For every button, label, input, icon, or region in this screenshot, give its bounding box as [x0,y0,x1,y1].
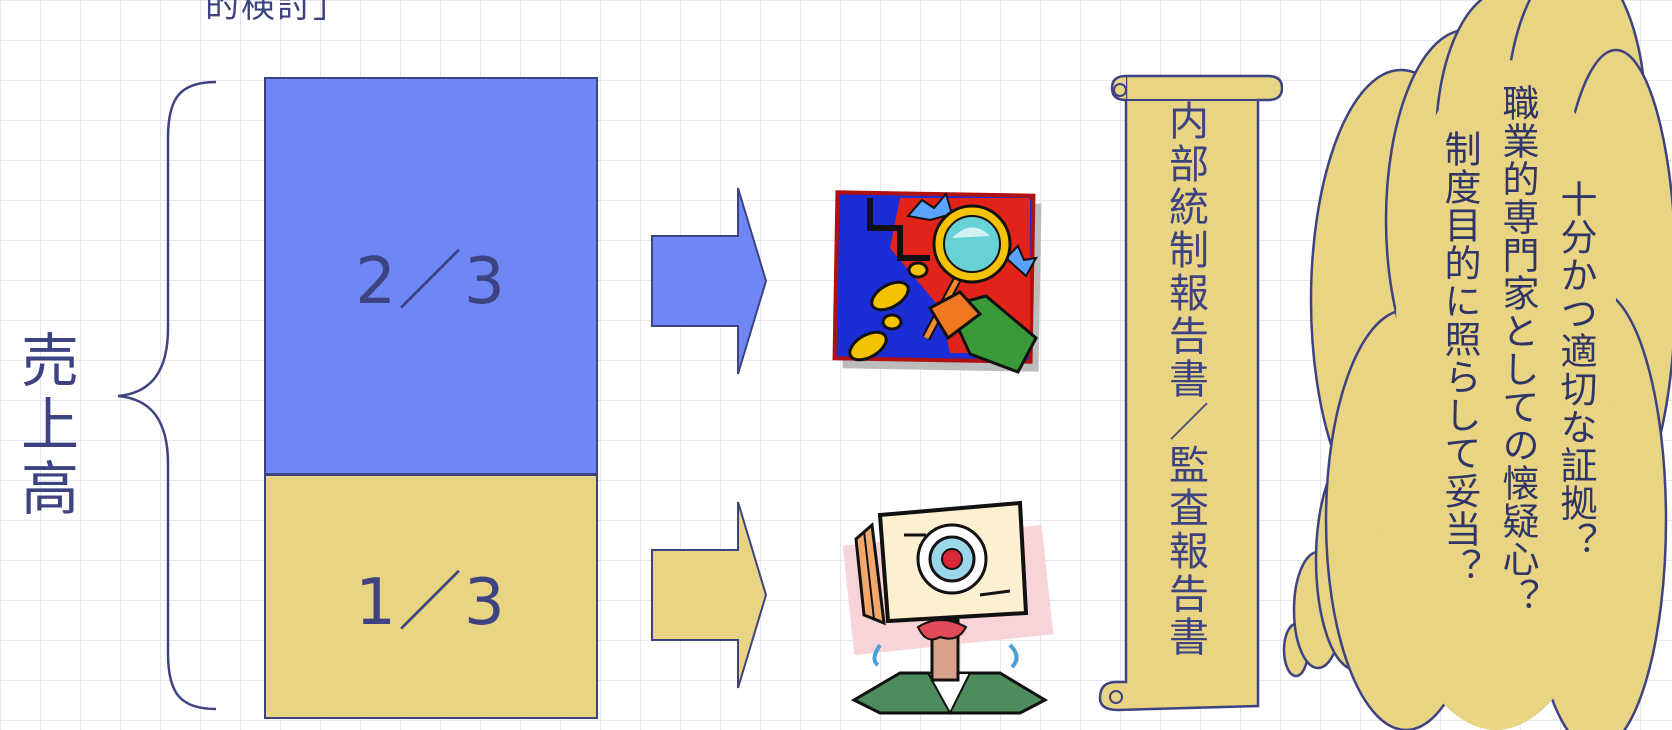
thought-cloud [1282,0,1672,730]
curly-brace [117,80,217,711]
report-scroll [1098,74,1283,712]
bar-two-thirds: 2／3 [264,77,598,475]
target-head-icon [842,500,1054,716]
cloud-line-evidence: 十分かつ適切な証拠？ [1554,180,1597,560]
sales-label: 売上高 [11,330,79,522]
heading-fragment: 的検討」 [205,0,349,26]
cloud-line-skepticism: 職業的専門家としての懐疑心？ [1496,84,1539,616]
arrow-yellow [651,501,768,689]
cloud-line-purpose: 制度目的に照らして妥当？ [1438,130,1481,586]
ratio-two-thirds: 2／3 [355,245,507,319]
magnifying-glass-footprints-icon [832,190,1042,374]
report-scroll-label: 内部統制報告書／監査報告書 [1162,100,1208,659]
arrow-blue [651,187,768,375]
bar-one-third: 1／3 [264,474,598,719]
ratio-one-third: 1／3 [355,565,507,640]
